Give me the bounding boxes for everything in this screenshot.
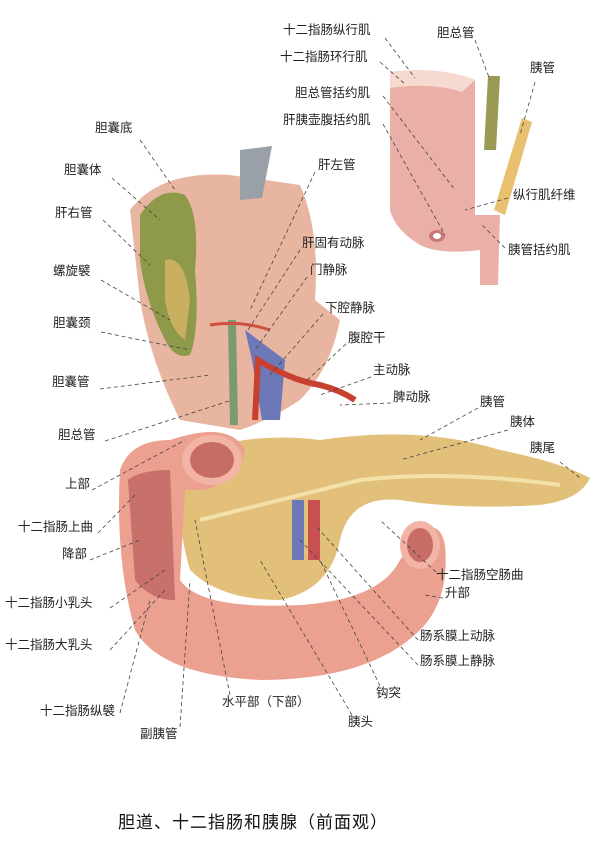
label-proper-hepatic-artery: 肝固有动脉 [302, 235, 365, 250]
inset-bile-duct [484, 76, 500, 150]
label-splenic-artery: 脾动脉 [393, 389, 431, 404]
label-pancreas-head: 胰头 [348, 714, 374, 729]
inset-duodenal-wall [390, 70, 532, 285]
label-uncinate-process: 钩突 [376, 685, 402, 700]
label-pancreas-tail: 胰尾 [530, 440, 556, 455]
label-minor-papilla: 十二指肠小乳头 [5, 595, 93, 610]
label-bile-duct-sphincter: 胆总管括约肌 [295, 85, 371, 100]
label-sup-mesenteric-vein: 肠系膜上静脉 [420, 653, 496, 668]
label-ascending-part: 升部 [445, 585, 471, 600]
figure-title: 胆道、十二指肠和胰腺（前面观） [118, 813, 388, 833]
gallbladder [140, 192, 197, 356]
label-right-hepatic-duct: 肝右管 [55, 205, 93, 220]
vessels [209, 320, 357, 425]
label-duodenojejunal-flexure: 十二指肠空肠曲 [436, 567, 524, 582]
label-superior-part: 上部 [65, 476, 91, 491]
label-accessory-pancreatic-duct: 副胰管 [140, 726, 178, 741]
label-duodenal-circular-muscle: 十二指肠环行肌 [280, 49, 368, 64]
label-descending-part: 降部 [62, 546, 88, 561]
label-gallbladder-body: 胆囊体 [64, 162, 102, 177]
pancreas [178, 434, 590, 600]
leader-lines [89, 37, 581, 728]
label-longitudinal-fold: 十二指肠纵襞 [40, 703, 116, 718]
label-superior-flexure: 十二指肠上曲 [18, 519, 94, 534]
label-spiral-fold: 螺旋襞 [53, 263, 91, 278]
label-pancreatic-duct-sphincter: 胰管括约肌 [508, 242, 571, 257]
label-left-hepatic-duct: 肝左管 [318, 157, 356, 172]
inset-pancreatic-duct [494, 118, 532, 215]
label-longitudinal-fibers: 纵行肌纤维 [513, 187, 576, 202]
label-inset-common-bile-duct: 胆总管 [437, 25, 475, 40]
label-common-bile-duct: 胆总管 [58, 427, 96, 442]
label-ampulla-sphincter: 肝胰壶腹括约肌 [283, 112, 371, 127]
label-sup-mesenteric-artery: 肠系膜上动脉 [420, 628, 496, 643]
retractor [240, 146, 272, 200]
label-inset-pancreatic-duct: 胰管 [530, 60, 556, 75]
label-gallbladder-fundus: 胆囊底 [95, 120, 133, 135]
label-portal-vein: 门静脉 [310, 262, 348, 277]
label-celiac-trunk: 腹腔干 [348, 330, 386, 345]
duodenum [119, 432, 446, 680]
label-major-papilla: 十二指肠大乳头 [5, 637, 93, 652]
label-aorta: 主动脉 [373, 362, 411, 377]
label-cystic-duct: 胆囊管 [52, 374, 90, 389]
label-pancreas-body: 胰体 [510, 414, 536, 429]
label-horizontal-part: 水平部（下部） [222, 694, 310, 709]
label-inferior-vena-cava: 下腔静脉 [325, 300, 376, 315]
label-gallbladder-neck: 胆囊颈 [53, 315, 91, 330]
label-duodenal-longitudinal-muscle: 十二指肠纵行肌 [283, 22, 371, 37]
label-pancreatic-duct: 胰管 [480, 394, 506, 409]
